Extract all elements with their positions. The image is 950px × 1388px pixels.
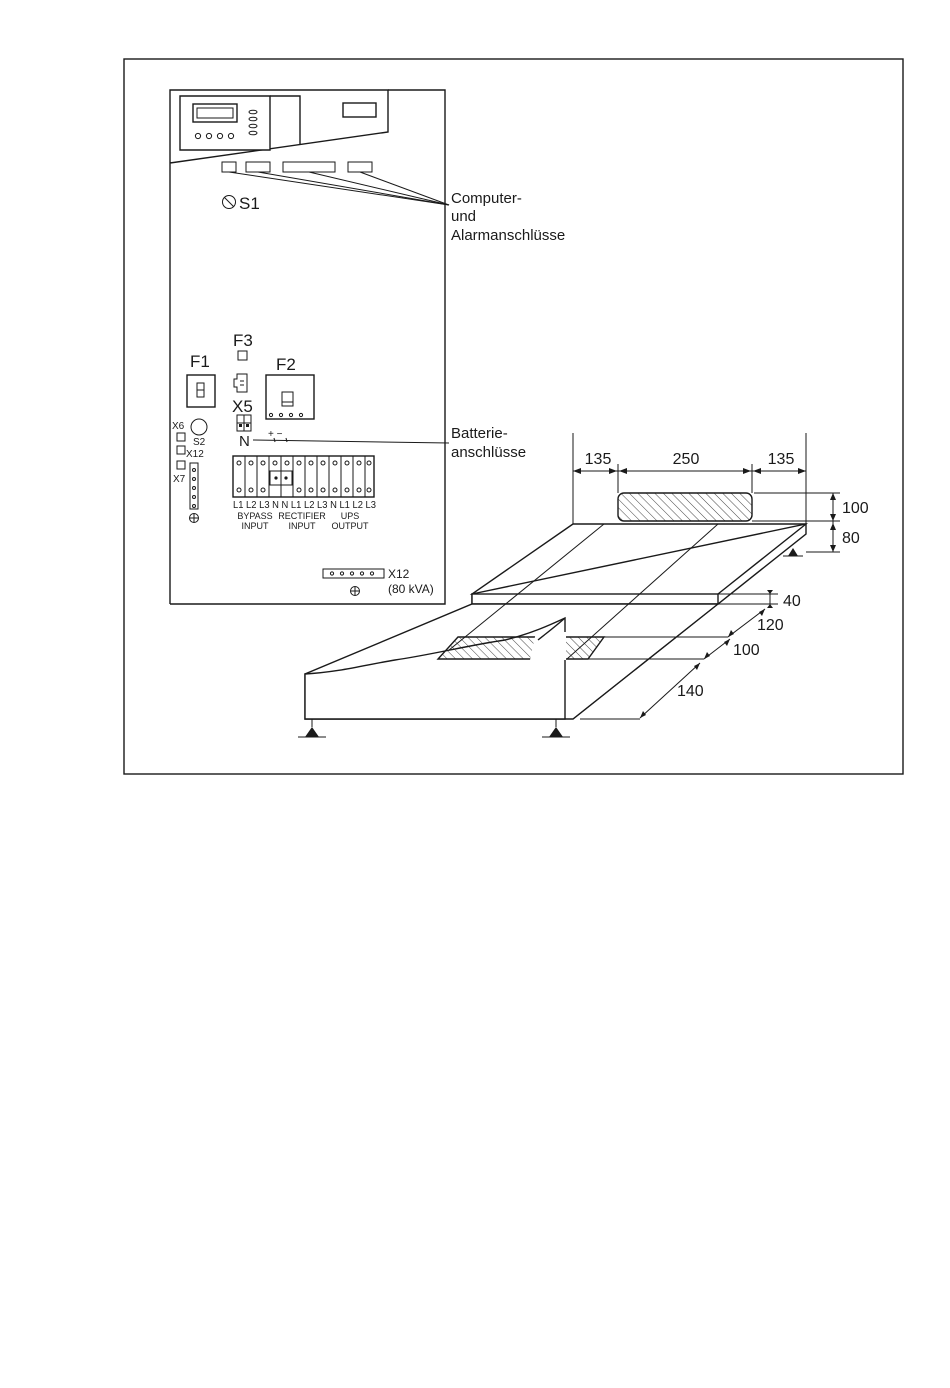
ups-cabinet: S1 Computer- und Alarmanschlüsse F1 F3 X… <box>170 90 565 604</box>
computer-label-1: Computer- <box>451 190 522 207</box>
dim-middle-250: 250 <box>673 451 700 468</box>
dim-depth-140: 140 <box>677 683 704 700</box>
dim-depth-100: 100 <box>733 642 760 659</box>
dim-height-100: 100 <box>842 500 869 517</box>
f1-switch <box>187 375 215 407</box>
n-label: N <box>239 433 250 450</box>
plus-minus-label: + − <box>268 429 283 440</box>
bypass-label: BYPASS <box>237 511 272 521</box>
f1-label: F1 <box>190 352 210 371</box>
cabinet-base-drawing: 135 250 135 100 80 <box>298 433 869 737</box>
dim-depth-40: 40 <box>783 593 801 610</box>
s1-label: S1 <box>239 194 260 213</box>
batterie-label-2: anschlüsse <box>451 444 526 461</box>
x12-left-label: X12 <box>186 449 204 460</box>
f2-breaker <box>266 375 314 419</box>
front-cutout-hatched <box>438 637 604 659</box>
f3-fuse <box>238 351 247 360</box>
x12-bottom-strip <box>323 569 384 578</box>
x12-bottom-label: X12 <box>388 567 410 581</box>
ups-output-label: OUTPUT <box>332 521 370 531</box>
top-handle <box>343 103 376 117</box>
rear-cutout-hatched <box>618 493 752 521</box>
batterie-label-1: Batterie- <box>451 425 508 442</box>
f2-label: F2 <box>276 355 296 374</box>
x6-label: X6 <box>172 421 185 432</box>
computer-label-3: Alarmanschlüsse <box>451 227 565 244</box>
dim-left-135: 135 <box>585 451 612 468</box>
rectifier-label: RECTIFIER <box>278 511 326 521</box>
s1-screw-icon <box>223 196 236 209</box>
dim-right-135: 135 <box>768 451 795 468</box>
dim-depth-120: 120 <box>757 617 784 634</box>
x7-label: X7 <box>173 474 186 485</box>
rectifier-input-label: INPUT <box>289 521 317 531</box>
top-dimension-line <box>573 464 806 493</box>
f3-label: F3 <box>233 331 253 350</box>
computer-label-2: und <box>451 208 476 225</box>
dim-height-80: 80 <box>842 530 860 547</box>
ups-label: UPS <box>341 511 360 521</box>
bypass-input-label: INPUT <box>242 521 270 531</box>
s2-label: S2 <box>193 437 206 448</box>
x5-connector <box>237 415 251 431</box>
s2-button <box>191 419 207 435</box>
main-terminal-block <box>233 456 374 497</box>
ground-icon-bottom <box>351 587 360 596</box>
terminal-labels: L1 L2 L3 N N L1 L2 L3 N L1 L2 L3 <box>233 500 376 511</box>
ground-icon-left <box>190 514 199 523</box>
power-socket-icon <box>234 374 247 392</box>
x5-label: X5 <box>232 397 253 416</box>
computer-leaders <box>229 172 449 205</box>
computer-ports <box>222 162 372 172</box>
x12-kva-label: (80 kVA) <box>388 582 434 596</box>
